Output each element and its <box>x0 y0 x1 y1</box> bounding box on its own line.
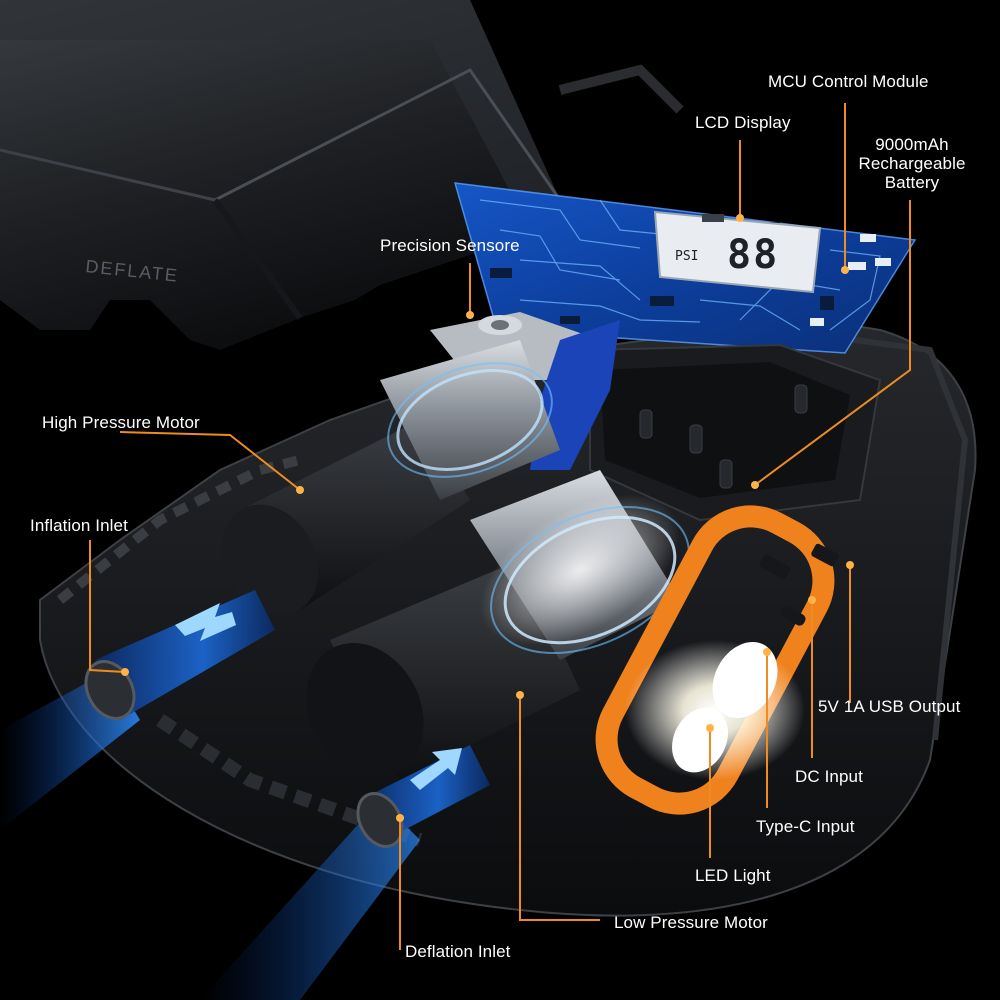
leader-battery <box>754 200 911 486</box>
pcb-board: PSI 88 <box>453 182 917 354</box>
label-lcd-display: LCD Display <box>695 113 791 132</box>
mcu-tray <box>589 343 882 522</box>
lcd-screen: PSI 88 <box>653 210 822 294</box>
deflation-airflow <box>200 745 490 1000</box>
label-battery-line3: Battery <box>884 173 940 192</box>
led-light <box>625 640 805 780</box>
leader-low-pressure-motor <box>519 695 600 921</box>
lcd-digits: 88 <box>727 232 779 278</box>
inflation-arrow-icon <box>175 603 236 641</box>
label-inflation-inlet: Inflation Inlet <box>30 516 128 535</box>
label-led-light: LED Light <box>695 866 771 885</box>
low-pressure-motor-body <box>306 470 690 780</box>
label-deflation-inlet: Deflation Inlet <box>405 942 511 961</box>
leader-lines <box>89 103 911 950</box>
inflation-airflow <box>0 590 275 830</box>
leader-dots <box>121 214 854 822</box>
leader-inflation-inlet <box>89 540 126 673</box>
lcd-unit-text: PSI <box>675 249 698 264</box>
label-battery: 9000mAh Rechargeable Battery <box>848 135 976 192</box>
leader-high-pressure-motor <box>119 431 301 491</box>
label-low-pressure-motor: Low Pressure Motor <box>614 913 768 932</box>
label-battery-line2: Rechargeable <box>858 154 966 173</box>
top-shell: DEFLATE <box>0 0 684 350</box>
label-usb-output: 5V 1A USB Output <box>818 697 961 716</box>
deflation-arrow-icon <box>410 748 462 790</box>
label-mcu-control-module: MCU Control Module <box>768 72 929 91</box>
label-high-pressure-motor: High Pressure Motor <box>42 413 200 432</box>
label-type-c-input: Type-C Input <box>756 817 855 836</box>
high-pressure-motor-body <box>221 340 560 616</box>
label-dc-input: DC Input <box>795 767 863 786</box>
label-battery-line1: 9000mAh <box>875 135 949 154</box>
label-precision-sensore: Precision Sensore <box>380 236 520 255</box>
